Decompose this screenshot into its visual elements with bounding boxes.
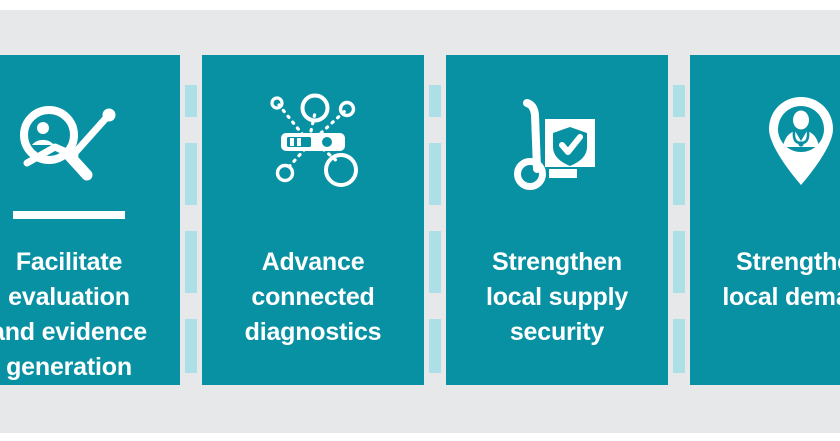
card-advance-connected-diagnostics[interactable]: Advance connected diagnostics (202, 55, 424, 385)
card-caption: Strengthen local demand (722, 248, 840, 311)
connector-bottom-pad (673, 373, 685, 385)
magnifier-person-trendline-icon (9, 85, 129, 197)
connector-top-pad (673, 55, 685, 85)
card-strengthen-local-demand[interactable]: Strengthen local demand (690, 55, 840, 385)
card-caption: Advance connected diagnostics (244, 248, 382, 346)
hand-truck-shield-box-icon (497, 85, 617, 197)
card-divider-rule (13, 211, 125, 219)
card-connector-gap-1 (180, 55, 202, 385)
connector-top-pad (429, 55, 441, 85)
rapid-test-cassette-network-icon (253, 85, 373, 197)
card-facilitate-evaluation[interactable]: Facilitate evaluation and evidence gener… (0, 55, 180, 385)
dashed-connector-line (673, 55, 685, 385)
connector-bottom-pad (185, 373, 197, 385)
map-pin-doctor-icon (741, 85, 840, 197)
connector-bottom-pad (429, 373, 441, 385)
card-caption: Facilitate evaluation and evidence gener… (0, 248, 147, 381)
card-connector-gap-2 (424, 55, 446, 385)
dashed-connector-line (185, 55, 197, 385)
card-caption: Strengthen local supply security (485, 248, 629, 346)
card-row: Facilitate evaluation and evidence gener… (0, 55, 840, 385)
connector-top-pad (185, 55, 197, 85)
card-connector-gap-3 (668, 55, 690, 385)
card-strengthen-local-supply-security[interactable]: Strengthen local supply security (446, 55, 668, 385)
dashed-connector-line (429, 55, 441, 385)
